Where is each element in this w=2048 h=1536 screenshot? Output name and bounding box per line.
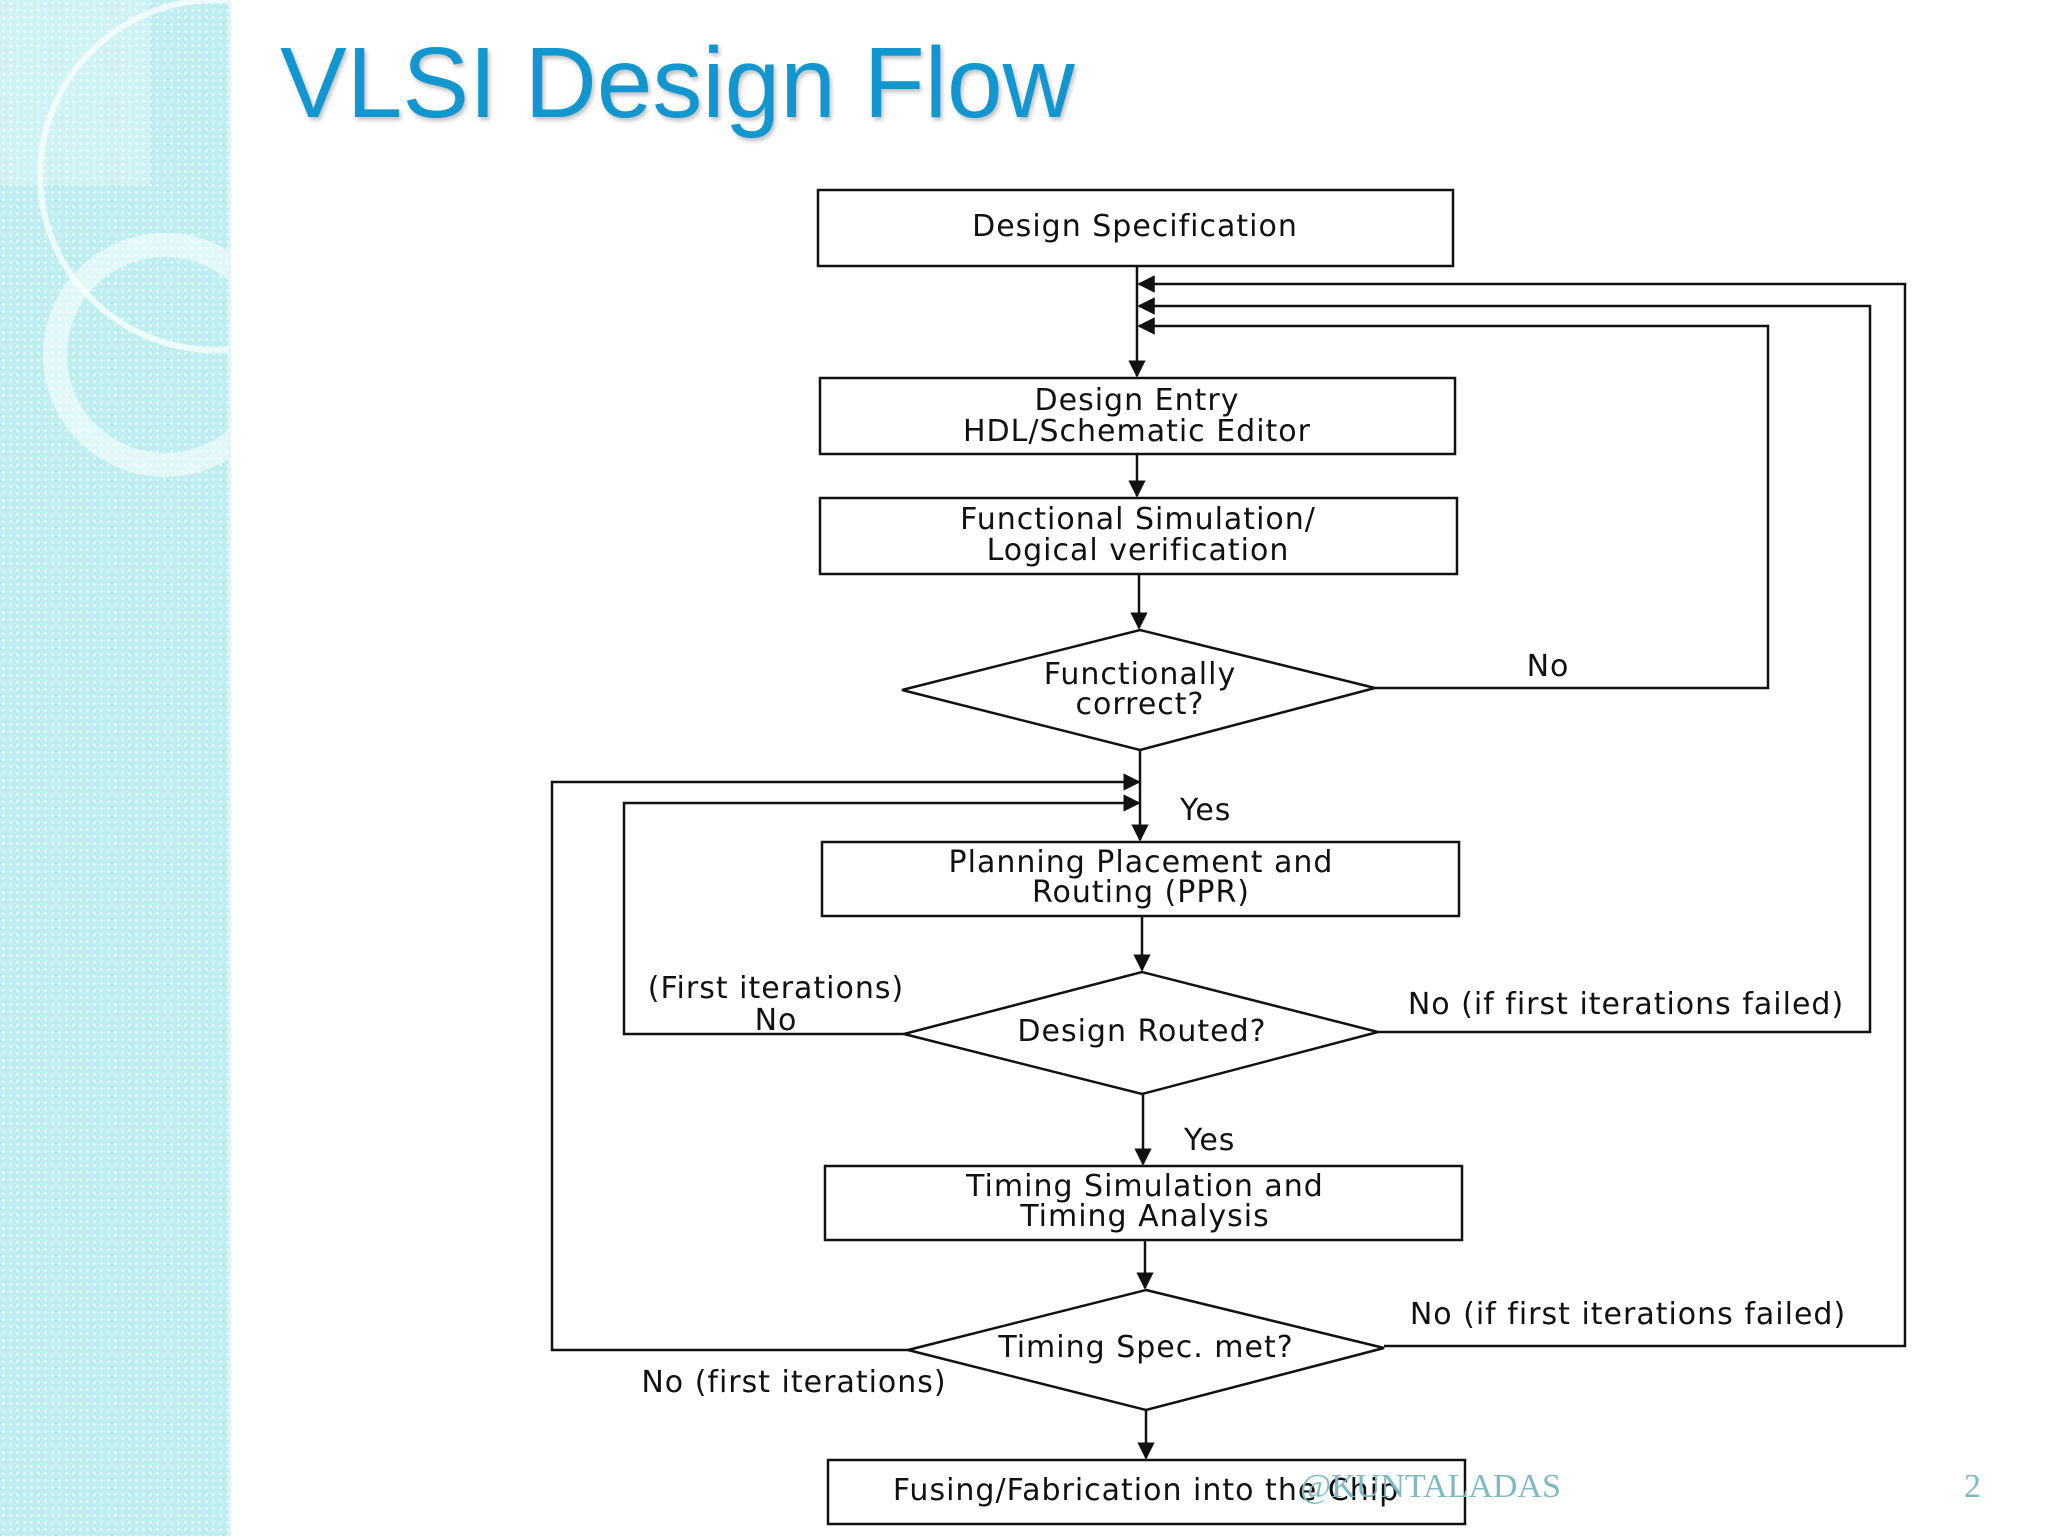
feedback-loops-left <box>550 773 1141 1352</box>
svg-text:Routing (PPR): Routing (PPR) <box>1032 875 1250 910</box>
step-fabrication: Fusing/Fabrication into the Chip <box>826 1458 1467 1526</box>
label-timing-no-failed: No (if first iterations failed) <box>1410 1297 1846 1332</box>
label-routed-no-first-1: (First iterations) <box>648 971 904 1006</box>
svg-text:Functional Simulation/: Functional Simulation/ <box>960 502 1316 537</box>
svg-text:Design Routed?: Design Routed? <box>1017 1014 1266 1049</box>
step-design-specification: Design Specification <box>816 188 1455 268</box>
step-ppr: Planning Placement and Routing (PPR) <box>820 840 1461 918</box>
svg-text:Timing Spec. met?: Timing Spec. met? <box>997 1330 1293 1365</box>
label-routed-yes: Yes <box>1183 1123 1235 1158</box>
main-connectors <box>1128 266 1155 1460</box>
label-routed-no-failed: No (if first iterations failed) <box>1408 987 1844 1022</box>
svg-text:Timing Simulation and: Timing Simulation and <box>965 1169 1324 1204</box>
slide-title: VLSI Design Flow <box>280 27 1075 139</box>
decision-timing-met: Timing Spec. met? <box>907 1288 1385 1412</box>
svg-text:Design Entry: Design Entry <box>1035 383 1240 418</box>
decision-design-routed: Design Routed? <box>903 970 1383 1096</box>
svg-text:Planning Placement and: Planning Placement and <box>949 845 1334 880</box>
svg-text:Fusing/Fabrication into the Ch: Fusing/Fabrication into the Chip <box>893 1473 1399 1508</box>
svg-text:Timing Analysis: Timing Analysis <box>1019 1199 1270 1234</box>
label-routed-no-first-2: No <box>755 1003 798 1038</box>
label-func-no: No <box>1527 649 1570 684</box>
decorative-side-band <box>0 0 231 1536</box>
svg-text:HDL/Schematic Editor: HDL/Schematic Editor <box>963 414 1311 449</box>
feedback-loops-right <box>1137 275 1907 1348</box>
svg-text:Design Specification: Design Specification <box>972 209 1298 244</box>
decision-functionally-correct: Functionally correct? <box>901 628 1376 752</box>
svg-text:Functionally: Functionally <box>1044 657 1236 692</box>
svg-text:Logical verification: Logical verification <box>987 533 1290 568</box>
svg-text:correct?: correct? <box>1076 687 1205 722</box>
label-timing-no-first: No (first iterations) <box>641 1365 946 1400</box>
slide-number: 2 <box>1964 1468 1981 1505</box>
label-func-yes: Yes <box>1179 793 1231 828</box>
footer-author: @KUNTALADAS <box>1300 1468 1561 1505</box>
step-functional-simulation: Functional Simulation/ Logical verificat… <box>818 496 1459 576</box>
decorative-rings <box>0 0 228 477</box>
step-timing-simulation: Timing Simulation and Timing Analysis <box>823 1164 1464 1242</box>
step-design-entry: Design Entry HDL/Schematic Editor <box>818 376 1457 456</box>
